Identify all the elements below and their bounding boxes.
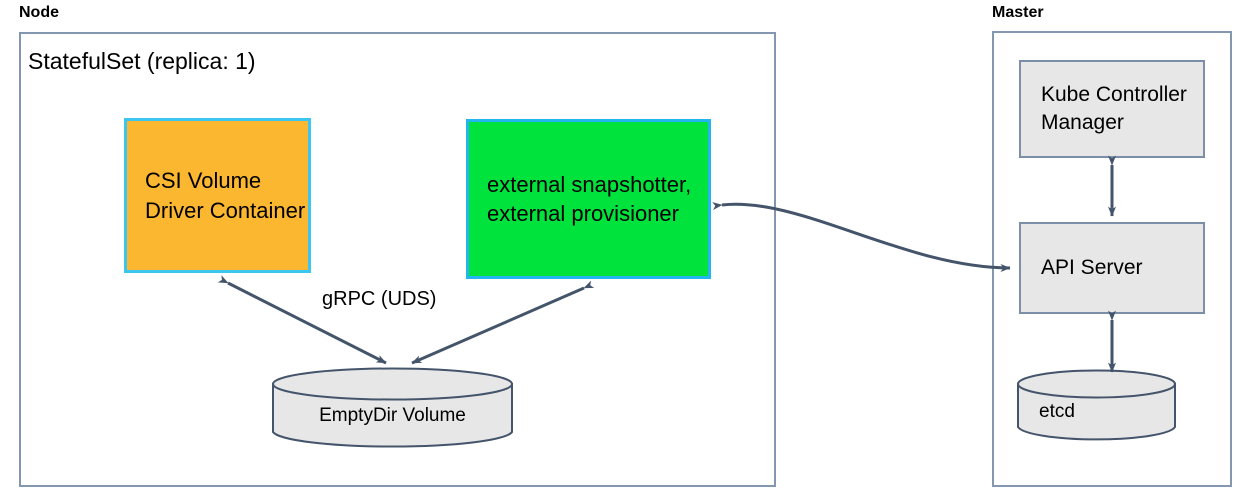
node-external-sidecars-label: external snapshotter, external provision… xyxy=(487,171,692,226)
group-label-node: Node xyxy=(19,4,59,21)
node-emptydir-volume[interactable]: EmptyDir Volume xyxy=(272,367,513,449)
group-label-master: Master xyxy=(992,4,1044,21)
node-kube-controller-manager[interactable]: Kube Controller Manager xyxy=(1019,60,1205,158)
node-etcd[interactable]: etcd xyxy=(1017,369,1176,443)
node-api-server[interactable]: API Server xyxy=(1019,222,1205,314)
node-external-sidecars[interactable]: external snapshotter, external provision… xyxy=(466,119,711,279)
edge-label-grpc-uds: gRPC (UDS) xyxy=(322,288,437,310)
node-csi-volume-driver-container[interactable]: CSI Volume Driver Container xyxy=(124,118,311,273)
node-csi-volume-driver-container-label: CSI Volume Driver Container xyxy=(145,168,306,223)
node-api-server-label: API Server xyxy=(1041,256,1143,280)
node-kube-controller-manager-label: Kube Controller Manager xyxy=(1041,83,1187,134)
statefulset-title: StatefulSet (replica: 1) xyxy=(28,48,256,74)
